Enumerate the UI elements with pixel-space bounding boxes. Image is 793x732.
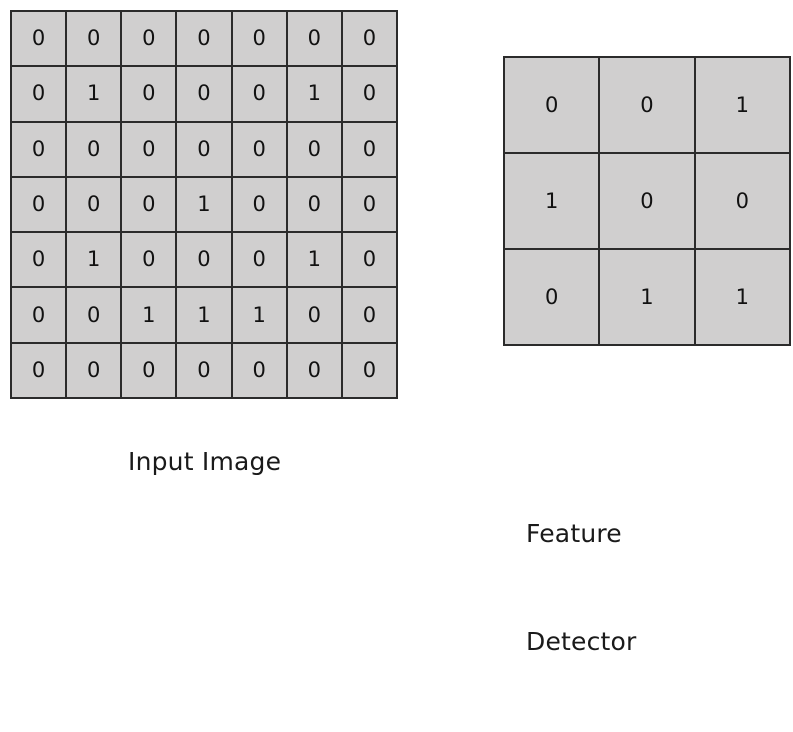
feature-detector-caption-line-1: Feature bbox=[526, 519, 622, 548]
input-image-grid-cell: 0 bbox=[67, 343, 121, 397]
input-image-grid-cell: 0 bbox=[177, 12, 231, 66]
input-image-grid-cell: 0 bbox=[177, 67, 231, 121]
input-image-grid-cell: 1 bbox=[232, 288, 286, 342]
input-image-grid-cell: 0 bbox=[122, 122, 176, 176]
input-image-grid-cell: 0 bbox=[232, 12, 286, 66]
feature-detector-grid-cell: 1 bbox=[695, 58, 789, 152]
input-image-grid-cell: 0 bbox=[177, 343, 231, 397]
input-image-grid-cell: 0 bbox=[342, 177, 396, 232]
input-image-caption: Input Image bbox=[128, 447, 282, 476]
input-image-grid-cell: 0 bbox=[287, 122, 341, 176]
input-image-grid-cell: 0 bbox=[177, 233, 231, 287]
input-image-grid-cell: 0 bbox=[342, 288, 396, 342]
input-image-grid-cell: 0 bbox=[287, 12, 341, 66]
input-image-grid-cell: 1 bbox=[177, 288, 231, 342]
input-image-grid-cell: 1 bbox=[287, 233, 341, 287]
input-image-grid-cell: 0 bbox=[12, 288, 66, 342]
feature-detector-grid-cell: 1 bbox=[600, 250, 694, 344]
feature-detector-grid-cell: 1 bbox=[505, 154, 599, 248]
input-image-grid-cell: 1 bbox=[287, 67, 341, 121]
input-image-grid-cell: 0 bbox=[122, 12, 176, 66]
feature-detector-grid-cell: 0 bbox=[600, 154, 694, 248]
feature-detector-grid-cell: 0 bbox=[600, 58, 694, 152]
feature-detector-grid-cell: 0 bbox=[505, 250, 599, 344]
input-image-grid-cell: 0 bbox=[122, 177, 176, 232]
input-image-grid-cell: 0 bbox=[67, 288, 121, 342]
input-image-grid-cell: 0 bbox=[122, 343, 176, 397]
input-image-grid-cell: 0 bbox=[67, 122, 121, 176]
input-image-grid-cell: 0 bbox=[67, 177, 121, 232]
input-image-grid-cell: 0 bbox=[12, 12, 66, 66]
input-image-grid-cell: 0 bbox=[122, 233, 176, 287]
input-image-grid-cell: 1 bbox=[122, 288, 176, 342]
input-image-grid-cell: 0 bbox=[232, 122, 286, 176]
input-image-grid-cell: 0 bbox=[342, 233, 396, 287]
input-image-grid-cell: 0 bbox=[12, 343, 66, 397]
input-image-grid-cell: 0 bbox=[122, 67, 176, 121]
input-image-grid-cell: 0 bbox=[287, 343, 341, 397]
feature-detector-grid-cell: 0 bbox=[505, 58, 599, 152]
input-image-grid-cell: 0 bbox=[12, 67, 66, 121]
input-image-grid-cell: 1 bbox=[177, 177, 231, 232]
input-image-grid-cell: 1 bbox=[67, 67, 121, 121]
input-image-grid-cell: 0 bbox=[287, 177, 341, 232]
input-image-grid-cell: 0 bbox=[342, 343, 396, 397]
feature-detector-caption: Feature Detector bbox=[526, 444, 637, 732]
input-image-grid-cell: 0 bbox=[232, 67, 286, 121]
input-image-grid-cell: 0 bbox=[342, 67, 396, 121]
input-image-grid-cell: 0 bbox=[12, 177, 66, 232]
input-image-grid-cell: 0 bbox=[12, 233, 66, 287]
input-image-grid-cell: 0 bbox=[342, 122, 396, 176]
input-image-grid-cell: 0 bbox=[67, 12, 121, 66]
feature-detector-grid-cell: 1 bbox=[695, 250, 789, 344]
input-image-grid-cell: 0 bbox=[177, 122, 231, 176]
input-image-grid-cell: 0 bbox=[12, 122, 66, 176]
feature-detector-grid-cell: 0 bbox=[695, 154, 789, 248]
feature-detector-caption-line-2: Detector bbox=[526, 627, 637, 656]
input-image-grid-cell: 0 bbox=[232, 343, 286, 397]
input-image-grid-cell: 0 bbox=[232, 233, 286, 287]
input-image-grid-cell: 0 bbox=[342, 12, 396, 66]
input-image-grid-cell: 0 bbox=[232, 177, 286, 232]
input-image-grid-cell: 0 bbox=[287, 288, 341, 342]
input-image-grid-cell: 1 bbox=[67, 233, 121, 287]
